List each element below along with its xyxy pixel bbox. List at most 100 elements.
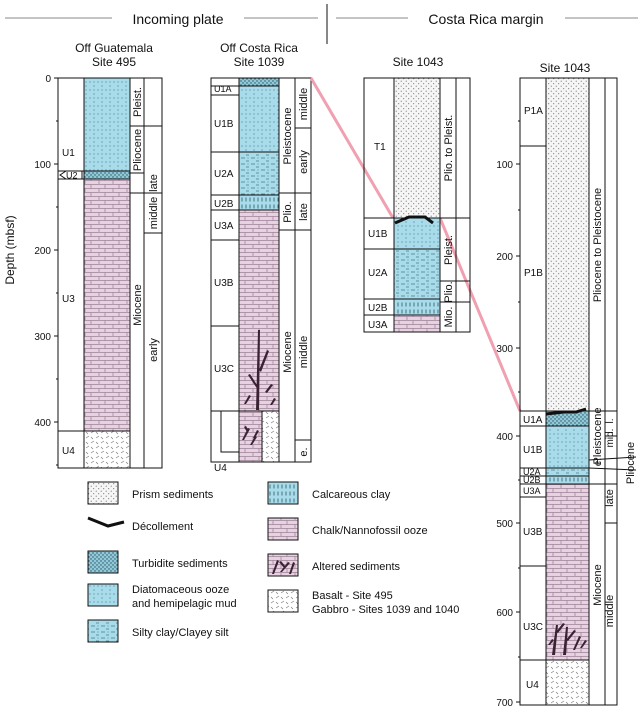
column-site-1043-short: T1 U1B U2A U2B U3A Plio. to Pleist. Plei… [363,77,471,333]
age-label-pliocene: Pliocene [132,129,144,171]
age-label-late-1039: late [298,203,310,221]
age-label-pleist-1043s: Pleist. [443,235,455,265]
unit-label-U3B: U3B [214,278,234,289]
unit-label-U3: U3 [62,294,75,305]
header-margin-text: Costa Rica margin [428,11,543,27]
unit-label-U3B-1043l: U3B [523,527,543,538]
long-tick-500: 500 [496,519,513,530]
tick-200: 200 [34,246,51,257]
long-tick-300: 300 [496,344,513,355]
unit-label-U2B: U2B [214,199,234,210]
legend-label-prism: Prism sediments [132,489,214,501]
unit-label-U2A-1043s: U2A [368,268,388,279]
header-incoming-plate: Incoming plate [5,11,318,27]
long-tick-400: 400 [496,432,513,443]
age-label-late-long: late [604,489,616,507]
unit-label-U2B-1043s: U2B [368,303,388,314]
unit-label-T1: T1 [374,142,386,153]
unit-label-P1B: P1B [524,268,543,279]
site495-title: Site 495 [92,55,136,69]
legend-label-diatomaceous-2: and hemipelagic mud [132,598,237,610]
age-label-e-long: e. [593,458,604,466]
unit-label-U3C: U3C [214,364,234,375]
unit-label-U1A-1043l: U1A [523,415,543,426]
age-label-middle-miocene-1039: middle [298,336,310,368]
age-label-plio-1043s: Plio. [443,281,455,302]
legend-swatch-turbidite [87,550,119,574]
long-tick-200: 200 [496,252,513,263]
correlation-line-1039-1043 [309,77,395,219]
unit-label-U3C-1043l: U3C [523,622,543,633]
correlation-line-1043-short-long [438,217,522,412]
legend-label-chalk: Chalk/Nannofossil ooze [312,525,428,537]
unit-label-U1: U1 [62,148,75,159]
unit-label-U1A: U1A [214,84,232,94]
unit-label-U2: U2 [66,171,78,181]
age-label-early-1039: early [298,150,310,174]
tick-300: 300 [34,332,51,343]
unit-label-U3A-1043l: U3A [523,486,541,496]
legend-label-turbidite: Turbidite sediments [132,558,228,570]
column-site-1043-long: P1A P1B U1A U1B U2A U2B U3A U3B U3C U4 P… [519,77,637,706]
unit-label-U3A: U3A [214,221,234,232]
depth-axis-short: 0 100 200 300 400 [34,74,59,468]
legend-label-calcareous: Calcareous clay [312,489,391,501]
age-label-middle: middle [148,197,160,229]
age-label-e-1039: e. [298,447,310,456]
unit-label-U1B-1043s: U1B [368,229,388,240]
column-site-495: U1 U2 U3 U4 Pleist. Pliocene late middle… [57,77,163,469]
site495-region: Off Guatemala [75,41,153,55]
unit-label-U2A: U2A [214,169,234,180]
depth-axis-long: 100 200 300 400 500 600 700 [496,78,521,709]
legend-swatch-chalk [267,517,299,541]
age-label-pleistocene: Pleistocene [282,108,294,165]
decollement-mark-short [394,215,434,225]
long-tick-100: 100 [496,160,513,171]
legend-label-diatomaceous: Diatomaceous ooze [132,584,229,596]
age-label-plio-1039: Plio. [282,201,294,222]
header-costa-rica-margin: Costa Rica margin [336,11,638,27]
legend-swatch-silty [87,619,119,643]
legend-swatch-calcareous [267,481,299,505]
tick-0: 0 [45,74,51,85]
site1039-title: Site 1039 [234,55,285,69]
age-label-pliocene-long: Pliocene [625,442,637,484]
unit-label-U4-1043l: U4 [526,680,539,691]
age-label-miocene-long: Miocene [592,564,604,606]
tick-400: 400 [34,418,51,429]
column-site-1039: U1A U1B U2A U2B U3A U3B U3C U4 Pleistoce… [210,77,312,474]
unit-label-U2A-1043l: U2A [523,467,541,477]
unit-label-U2B-1043l: U2B [523,475,541,485]
long-tick-600: 600 [496,608,513,619]
age-label-early: early [148,338,160,362]
legend-swatch-diatomaceous [87,583,119,607]
unit-label-U4-1039: U4 [214,463,227,474]
legend-label-gabbro: Gabbro - Sites 1039 and 1040 [312,604,459,616]
legend-swatch-basalt [267,589,299,613]
age-label-plio-to-pleist-long: Pliocene to Pleistocene [592,188,604,302]
legend: Prism sediments Décollement Turbidite se… [87,481,459,643]
age-label-miocene-1039: Miocene [282,331,294,373]
unit-label-U1B: U1B [214,119,234,130]
legend-label-decollement: Décollement [132,521,193,533]
age-label-mio-1043s: Mio. [443,307,455,328]
age-label-middle-1039: middle [298,88,310,120]
legend-label-basalt: Basalt - Site 495 [312,590,393,602]
long-tick-700: 700 [496,698,513,709]
decollement-mark-long [545,407,587,416]
legend-swatch-decollement [87,516,125,528]
site1043-long-title: Site 1043 [540,61,591,75]
age-label-mid-long: mid. [605,429,616,448]
unit-label-U4: U4 [62,446,75,457]
legend-swatch-prism [87,481,119,505]
age-label-miocene: Miocene [132,284,144,326]
age-label-l-long: l. [605,419,616,424]
legend-label-altered: Altered sediments [312,561,401,573]
age-label-pleist: Pleist. [132,87,144,117]
site1039-region: Off Costa Rica [220,41,298,55]
age-label-plio-pleist: Plio. to Pleist. [443,115,455,182]
header-incoming-text: Incoming plate [132,11,223,27]
tick-100: 100 [34,160,51,171]
legend-label-silty: Silty clay/Clayey silt [132,627,229,639]
